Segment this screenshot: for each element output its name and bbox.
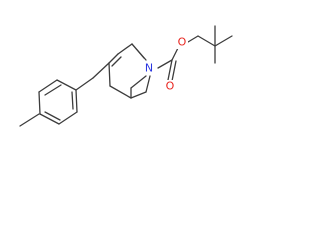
bond-benzene-6 xyxy=(58,111,78,125)
structure-diagram: O O N xyxy=(19,25,233,127)
bond-ring-bottom-left xyxy=(109,85,132,99)
bond-o-carbonyl-c xyxy=(171,47,179,61)
bond-benzene-3 xyxy=(38,79,58,93)
bond-ring-left xyxy=(108,62,111,87)
bond-benzene-7 xyxy=(75,89,78,113)
bond-carbonyl-double-a xyxy=(167,59,173,81)
atom-bg-oxygen-carbonyl xyxy=(164,80,176,93)
atom-label-group: O O N xyxy=(143,36,188,93)
bond-tbu-left xyxy=(197,35,216,47)
bond-benzene-5 xyxy=(39,113,60,125)
atom-oxygen-carbonyl: O xyxy=(166,80,175,93)
bond-methyl xyxy=(19,113,40,127)
bond-benzene-inner-1 xyxy=(44,84,62,96)
atom-bg-nitrogen xyxy=(143,62,156,75)
bond-n-bridgehead-bottom xyxy=(130,75,147,89)
bond-group xyxy=(19,25,233,127)
bond-carbonyl-double-b xyxy=(171,60,177,82)
bond-ring-bottom-right xyxy=(130,91,147,99)
bond-tbu-o xyxy=(187,35,199,43)
bond-tbu-right xyxy=(214,35,233,47)
atom-bg-oxygen-ether xyxy=(176,36,188,49)
bond-ring-double-a xyxy=(108,53,119,64)
bond-benzene-inner-3 xyxy=(71,91,74,110)
atom-oxygen-ether: O xyxy=(178,36,187,49)
bond-ring-right xyxy=(145,75,151,93)
bond-bridge-top xyxy=(131,43,145,59)
bond-carbonyl-n xyxy=(157,59,173,69)
bond-benzene-1 xyxy=(75,77,94,91)
bond-ring-double-b xyxy=(111,56,122,67)
bond-ring-top-left xyxy=(117,43,133,55)
bond-benzene-inner-2 xyxy=(44,111,61,121)
bond-benzene-4 xyxy=(38,91,41,115)
bond-benzene-2 xyxy=(56,79,77,91)
atom-nitrogen: N xyxy=(145,62,153,75)
bond-ring-aryl xyxy=(92,62,110,79)
